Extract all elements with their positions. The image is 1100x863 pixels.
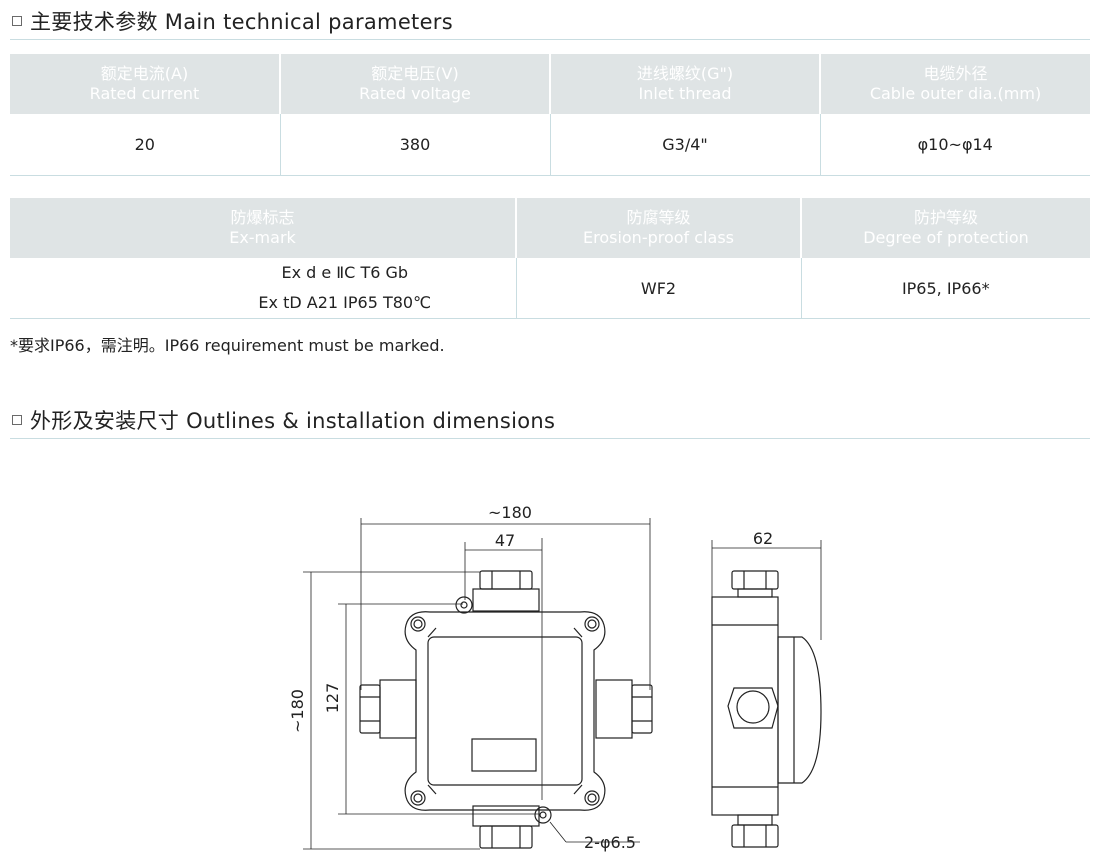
header-inlet-thread: 进线螺纹(G")Inlet thread xyxy=(550,54,821,114)
mounting-holes xyxy=(410,596,600,824)
cell-protection-degree: IP65, IP66* xyxy=(801,258,1090,319)
dim-holes-label: 2-φ6.5 xyxy=(584,833,636,852)
enclosure-body xyxy=(427,636,583,786)
cell-cable-dia: φ10~φ14 xyxy=(820,114,1090,176)
section-title-text: 主要技术参数 Main technical parameters xyxy=(30,9,453,34)
nameplate xyxy=(471,738,537,772)
header-rated-current: 额定电流(A)Rated current xyxy=(10,54,281,114)
dim-62-line xyxy=(711,540,822,640)
parameters-table: 额定电流(A)Rated current 额定电压(V)Rated voltag… xyxy=(10,54,1090,176)
dim-62-label: 62 xyxy=(753,529,773,548)
cell-rated-current: 20 xyxy=(10,114,281,176)
table-header-row: 额定电流(A)Rated current 额定电压(V)Rated voltag… xyxy=(10,54,1090,114)
header-rated-voltage: 额定电压(V)Rated voltage xyxy=(280,54,551,114)
square-bullet-icon xyxy=(12,414,22,425)
left-cable-gland xyxy=(359,679,417,739)
table-row: Ex d e ⅡC T6 Gb Ex tD A21 IP65 T80℃ WF2 … xyxy=(10,258,1090,319)
dim-47-label: 47 xyxy=(495,531,515,550)
table-row: 20 380 G3/4" φ10~φ14 xyxy=(10,114,1090,176)
cell-rated-voltage: 380 xyxy=(280,114,551,176)
square-bullet-icon xyxy=(12,15,22,26)
enclosure-flange xyxy=(404,611,606,811)
right-cable-gland xyxy=(595,679,653,739)
section-title-text: 外形及安装尺寸 Outlines & installation dimensio… xyxy=(30,408,556,433)
dim-height-line xyxy=(303,571,480,850)
cell-erosion-class: WF2 xyxy=(516,258,802,319)
dim-47-line xyxy=(464,538,543,800)
ip66-note: *要求IP66，需注明。IP66 requirement must be mar… xyxy=(10,336,445,355)
dim-height-label: ~180 xyxy=(288,689,307,733)
cell-ex-mark: Ex d e ⅡC T6 Gb Ex tD A21 IP65 T80℃ xyxy=(10,258,517,319)
top-cable-gland xyxy=(472,570,540,612)
section-title-dimensions: 外形及安装尺寸 Outlines & installation dimensio… xyxy=(10,401,1090,439)
dim-width-label: ~180 xyxy=(488,503,532,522)
dim-127-label: 127 xyxy=(323,683,342,714)
side-view xyxy=(711,570,822,848)
bottom-cable-gland xyxy=(472,805,540,849)
dim-127-line xyxy=(338,603,540,815)
cell-inlet-thread: G3/4" xyxy=(550,114,821,176)
section-title-parameters: 主要技术参数 Main technical parameters xyxy=(10,2,1090,40)
